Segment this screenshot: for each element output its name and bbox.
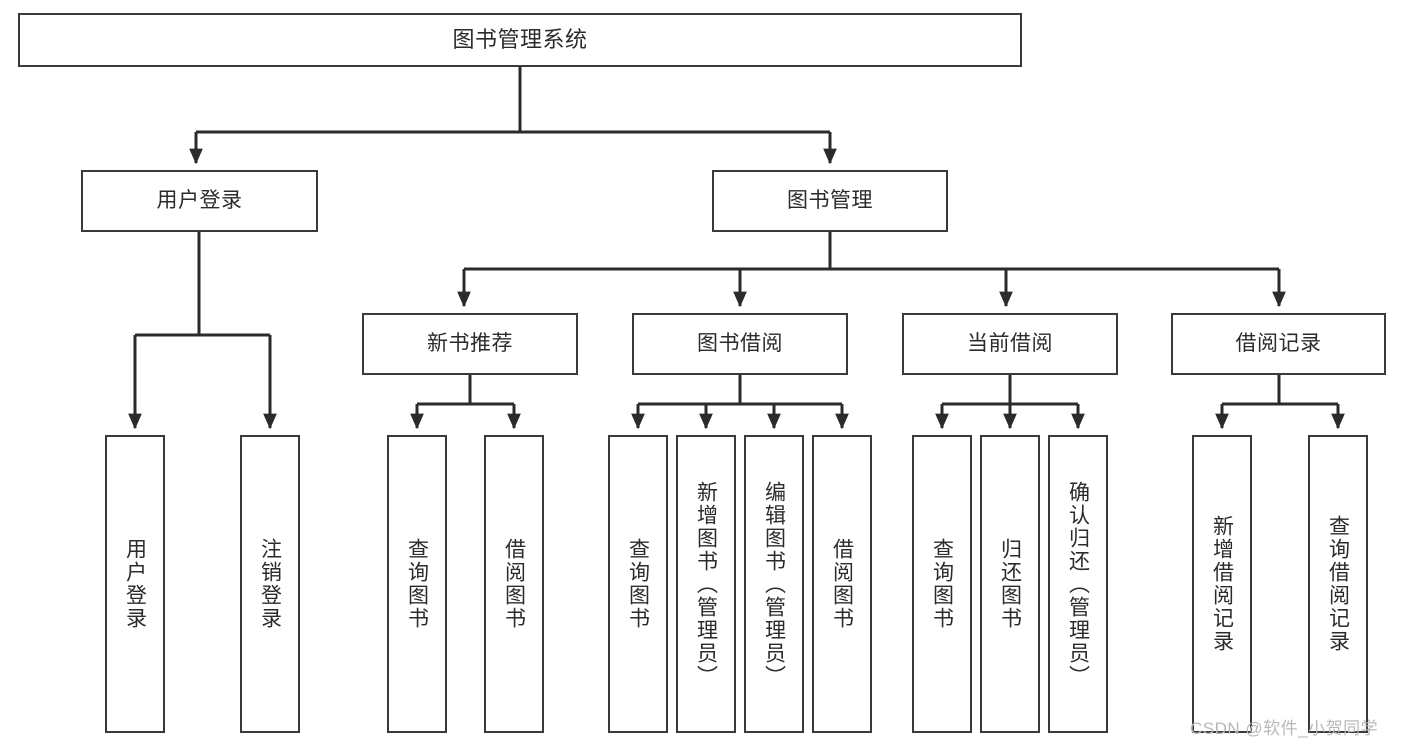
csdn-watermark: CSDN @软件_小贺同学 — [1190, 719, 1379, 738]
node-label: 借阅图书 — [830, 538, 854, 630]
node-borrow-record[interactable]: 借阅记录 — [1171, 313, 1386, 375]
node-label: 注销登录 — [258, 538, 282, 630]
node-label: 新增图书（管理员） — [694, 480, 718, 688]
node-label: 当前借阅 — [967, 331, 1053, 355]
node-label: 借阅图书 — [502, 538, 526, 630]
node-label: 新书推荐 — [427, 331, 513, 355]
node-label: 查询图书 — [930, 538, 954, 630]
node-label: 确认归还（管理员） — [1066, 480, 1090, 688]
node-label: 编辑图书（管理员） — [762, 480, 786, 688]
node-leaf-add-borrow-record[interactable]: 新增借阅记录 — [1192, 435, 1252, 733]
node-label: 用户登录 — [156, 188, 243, 212]
node-leaf-query-book-current[interactable]: 查询图书 — [912, 435, 972, 733]
node-label: 查询图书 — [405, 538, 429, 630]
node-leaf-return-book[interactable]: 归还图书 — [980, 435, 1040, 733]
node-current-borrow[interactable]: 当前借阅 — [902, 313, 1118, 375]
node-leaf-query-book-recommend[interactable]: 查询图书 — [387, 435, 447, 733]
node-leaf-user-login[interactable]: 用户登录 — [105, 435, 165, 733]
node-label: 图书管理 — [787, 188, 873, 212]
node-leaf-add-book-admin[interactable]: 新增图书（管理员） — [676, 435, 736, 733]
node-label: 新增借阅记录 — [1210, 515, 1234, 653]
node-book-borrow[interactable]: 图书借阅 — [632, 313, 848, 375]
node-new-book-recommend[interactable]: 新书推荐 — [362, 313, 578, 375]
node-label: 归还图书 — [998, 538, 1022, 630]
node-leaf-query-book-borrow[interactable]: 查询图书 — [608, 435, 668, 733]
node-label: 图书管理系统 — [452, 27, 588, 53]
node-leaf-edit-book-admin[interactable]: 编辑图书（管理员） — [744, 435, 804, 733]
node-label: 借阅记录 — [1235, 331, 1322, 355]
node-leaf-query-borrow-record[interactable]: 查询借阅记录 — [1308, 435, 1368, 733]
node-label: 图书借阅 — [697, 331, 783, 355]
node-label: 用户登录 — [123, 538, 147, 630]
node-label: 查询图书 — [626, 538, 650, 630]
node-leaf-borrow-book-recommend[interactable]: 借阅图书 — [484, 435, 544, 733]
node-leaf-user-logout[interactable]: 注销登录 — [240, 435, 300, 733]
node-user-login[interactable]: 用户登录 — [81, 170, 318, 232]
node-label: 查询借阅记录 — [1326, 515, 1350, 653]
node-book-management[interactable]: 图书管理 — [712, 170, 948, 232]
node-root-book-management-system[interactable]: 图书管理系统 — [18, 13, 1022, 67]
node-leaf-borrow-book[interactable]: 借阅图书 — [812, 435, 872, 733]
node-leaf-confirm-return-admin[interactable]: 确认归还（管理员） — [1048, 435, 1108, 733]
